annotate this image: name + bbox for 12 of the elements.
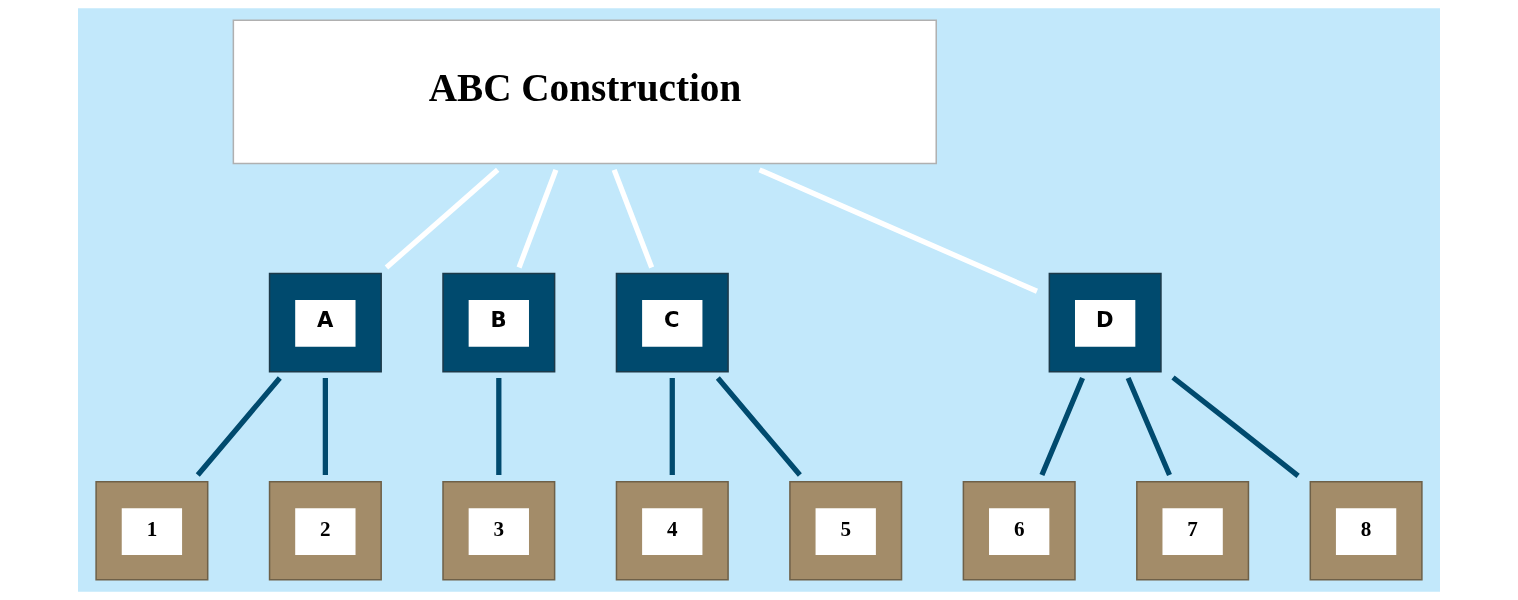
connector	[322, 378, 328, 475]
connector	[195, 376, 282, 477]
connector	[384, 167, 500, 270]
connector	[1171, 375, 1300, 478]
connector	[516, 168, 559, 269]
connector	[1125, 377, 1172, 477]
connector	[496, 378, 502, 475]
connector	[669, 378, 675, 475]
connector	[1039, 377, 1085, 477]
connector	[758, 167, 1039, 294]
connector	[611, 168, 655, 269]
connector	[715, 376, 802, 477]
